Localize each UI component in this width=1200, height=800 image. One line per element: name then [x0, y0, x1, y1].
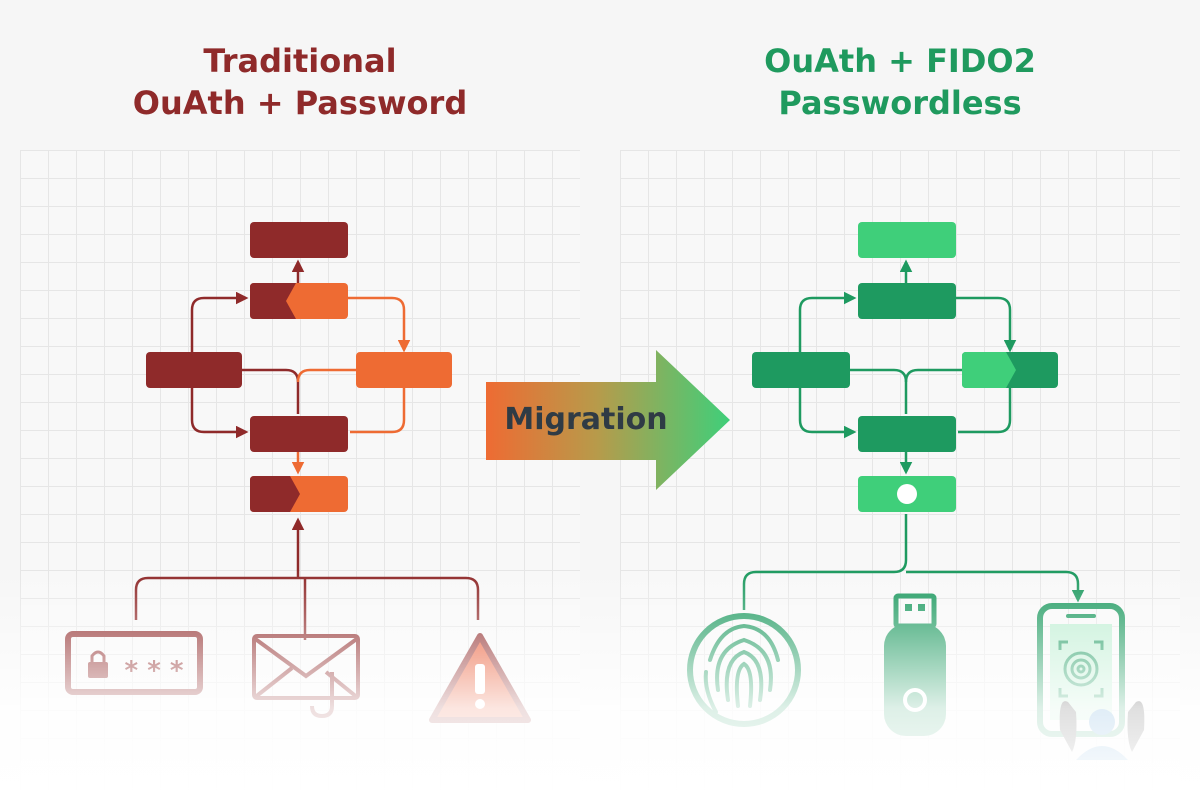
traditional-box-bottom: [250, 476, 348, 512]
traditional-box-right: [356, 352, 452, 388]
traditional-title: Traditional OuAth + Password: [20, 40, 580, 124]
connector-left-center: [242, 368, 300, 414]
fido-box-top: [858, 222, 956, 258]
connector-right-to-box4: [350, 388, 406, 434]
user-avatar-icon: [1059, 701, 1145, 760]
connector-right-center: [296, 368, 356, 383]
fido-box-second: [858, 283, 956, 319]
migration-arrow: [486, 350, 730, 490]
migration-label: Migration: [504, 402, 668, 437]
traditional-flow: * * *: [65, 222, 531, 723]
warning-icon: [429, 633, 531, 723]
fido-connector-left-to-box2: [798, 291, 857, 352]
password-mask-text: * * *: [125, 656, 184, 686]
fido-connector-box2-to-right: [954, 296, 1017, 353]
passwordless-title: OuAth + FIDO2 Passwordless: [620, 40, 1180, 124]
usb-security-key-icon: [884, 593, 946, 736]
fido-connector-left-to-box4: [798, 388, 857, 439]
fido-box-left: [752, 352, 850, 388]
fido-box-fourth: [858, 416, 956, 452]
connector-left-to-box2: [190, 291, 249, 352]
fido-connector-right-center: [904, 368, 962, 383]
fido-box-bottom: [858, 476, 956, 512]
connector-left-to-box4: [190, 388, 249, 439]
traditional-title-line2: OuAth + Password: [132, 84, 468, 122]
traditional-box-fourth: [250, 416, 348, 452]
fingerprint-icon: [687, 613, 801, 727]
fido-connector-left-center: [850, 368, 908, 414]
passwordless-title-line2: Passwordless: [778, 84, 1022, 122]
fido-connector-to-fingerprint: [742, 514, 908, 610]
phishing-email-icon: [252, 634, 360, 719]
passwordless-title-line1: OuAth + FIDO2: [764, 42, 1036, 80]
traditional-box-top: [250, 222, 348, 258]
passwordless-flow: [687, 222, 1125, 737]
fido-box-right: [962, 352, 1058, 388]
fido-connector-right-to-box4: [958, 388, 1012, 434]
connector-box2-to-right: [346, 296, 411, 353]
connector-inputs-bus: [134, 576, 480, 620]
traditional-title-line1: Traditional: [203, 42, 397, 80]
traditional-box-second: [250, 283, 348, 319]
traditional-box-left: [146, 352, 242, 388]
